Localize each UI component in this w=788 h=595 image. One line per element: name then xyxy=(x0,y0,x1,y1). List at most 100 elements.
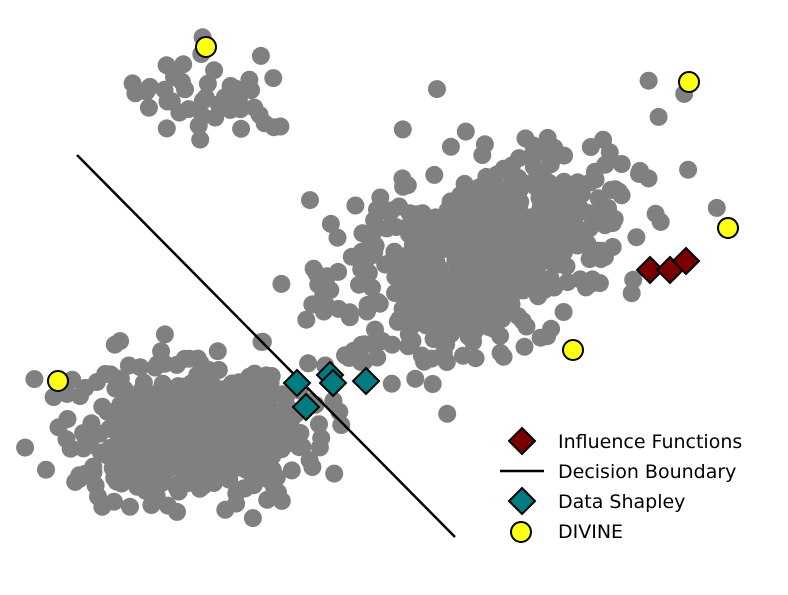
gray-point xyxy=(84,463,103,482)
gray-point xyxy=(531,200,550,219)
gray-point xyxy=(243,472,262,491)
gray-point xyxy=(119,449,138,468)
gray-point xyxy=(494,347,513,366)
gray-point xyxy=(209,361,228,379)
gray-point xyxy=(646,204,665,223)
gray-point xyxy=(542,319,561,338)
highlighted-points-layer xyxy=(47,36,739,422)
legend-shapley-label: Data Shapley xyxy=(558,491,685,513)
gray-point xyxy=(310,438,329,457)
gray-point xyxy=(263,460,282,479)
gray-point xyxy=(438,404,457,423)
gray-point xyxy=(251,46,270,65)
gray-point xyxy=(189,116,208,135)
gray-point xyxy=(119,356,138,375)
gray-point xyxy=(82,414,101,433)
gray-point xyxy=(502,156,521,175)
gray-point xyxy=(487,235,506,254)
gray-point xyxy=(535,244,554,263)
gray-point xyxy=(328,228,347,247)
gray-point xyxy=(128,395,146,414)
gray-point xyxy=(180,349,199,368)
gray-point xyxy=(589,189,608,208)
gray-point xyxy=(149,400,168,419)
gray-point xyxy=(204,438,223,456)
gray-point xyxy=(380,204,399,222)
gray-point xyxy=(368,348,387,367)
gray-point xyxy=(243,509,262,528)
divine-point xyxy=(717,217,739,239)
gray-point xyxy=(232,119,251,138)
data-shapley-point xyxy=(291,392,321,422)
gray-point xyxy=(437,353,456,371)
gray-point xyxy=(475,135,494,154)
decision-boundary-line xyxy=(76,154,456,538)
gray-point xyxy=(196,415,215,434)
gray-point xyxy=(591,250,610,268)
gray-point xyxy=(557,187,575,206)
gray-point xyxy=(325,464,344,483)
gray-point xyxy=(631,161,649,180)
gray-point xyxy=(303,458,322,476)
gray-point xyxy=(627,228,646,247)
gray-point xyxy=(330,402,349,421)
legend-divine-marker xyxy=(510,521,532,543)
gray-point xyxy=(400,217,419,236)
gray-point xyxy=(230,373,249,392)
gray-point xyxy=(464,332,483,351)
gray-point xyxy=(157,119,176,138)
gray-point xyxy=(449,209,468,228)
gray-point xyxy=(304,259,323,278)
gray-point xyxy=(471,220,490,239)
gray-point xyxy=(96,365,115,383)
gray-point xyxy=(272,491,291,510)
gray-point xyxy=(555,146,574,165)
gray-point xyxy=(272,274,291,293)
gray-point xyxy=(245,98,264,117)
gray-point xyxy=(140,443,159,462)
gray-point xyxy=(244,457,263,476)
gray-point xyxy=(540,173,558,192)
gray-point xyxy=(206,108,225,127)
gray-point xyxy=(513,311,532,330)
legend-divine-label: DIVINE xyxy=(558,521,623,543)
gray-point xyxy=(545,227,564,246)
legend-influence-label: Influence Functions xyxy=(558,431,742,453)
gray-point xyxy=(309,275,328,294)
gray-point xyxy=(430,259,449,278)
gray-point xyxy=(146,358,165,377)
gray-point xyxy=(382,374,401,393)
gray-point xyxy=(131,419,150,438)
gray-point xyxy=(321,214,340,233)
gray-point xyxy=(208,342,227,361)
gray-point xyxy=(111,332,130,351)
gray-point xyxy=(71,387,89,406)
gray-point xyxy=(205,61,224,80)
gray-point xyxy=(386,284,404,303)
gray-point xyxy=(74,439,93,458)
gray-point xyxy=(299,354,318,373)
gray-point xyxy=(170,446,189,465)
gray-point xyxy=(245,436,264,455)
gray-point xyxy=(209,415,228,434)
gray-point xyxy=(301,191,319,210)
gray-point xyxy=(164,431,183,450)
gray-point xyxy=(452,296,471,315)
divine-point xyxy=(195,36,217,58)
gray-point xyxy=(261,373,280,392)
gray-point xyxy=(523,173,542,192)
gray-point xyxy=(182,379,201,398)
gray-point xyxy=(178,424,197,443)
gray-point xyxy=(352,335,371,354)
gray-point xyxy=(121,497,139,516)
gray-point xyxy=(504,198,522,217)
gray-point xyxy=(193,91,212,110)
gray-point xyxy=(639,71,658,90)
data-shapley-point xyxy=(318,368,348,398)
gray-point xyxy=(398,176,417,195)
gray-point xyxy=(152,342,171,361)
gray-point xyxy=(165,68,183,86)
gray-point xyxy=(230,386,249,405)
gray-point xyxy=(277,431,296,450)
